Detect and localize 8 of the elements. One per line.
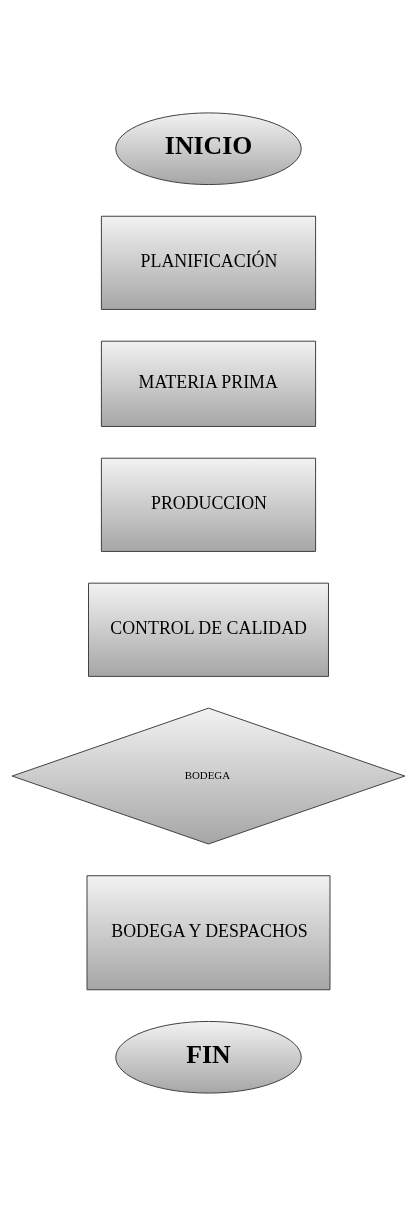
node-ellipse: INICIO: [115, 112, 302, 186]
node-box: PRODUCCION: [100, 457, 317, 552]
node-box: PLANIFICACIÓN: [100, 215, 317, 310]
node-box: CONTROL DE CALIDAD: [88, 582, 329, 677]
node-box: MATERIA PRIMA: [100, 340, 317, 427]
node-box: BODEGA Y DESPACHOS: [86, 875, 331, 991]
node-ellipse: FIN: [115, 1020, 302, 1094]
node-diamond: BODEGA: [11, 707, 406, 845]
